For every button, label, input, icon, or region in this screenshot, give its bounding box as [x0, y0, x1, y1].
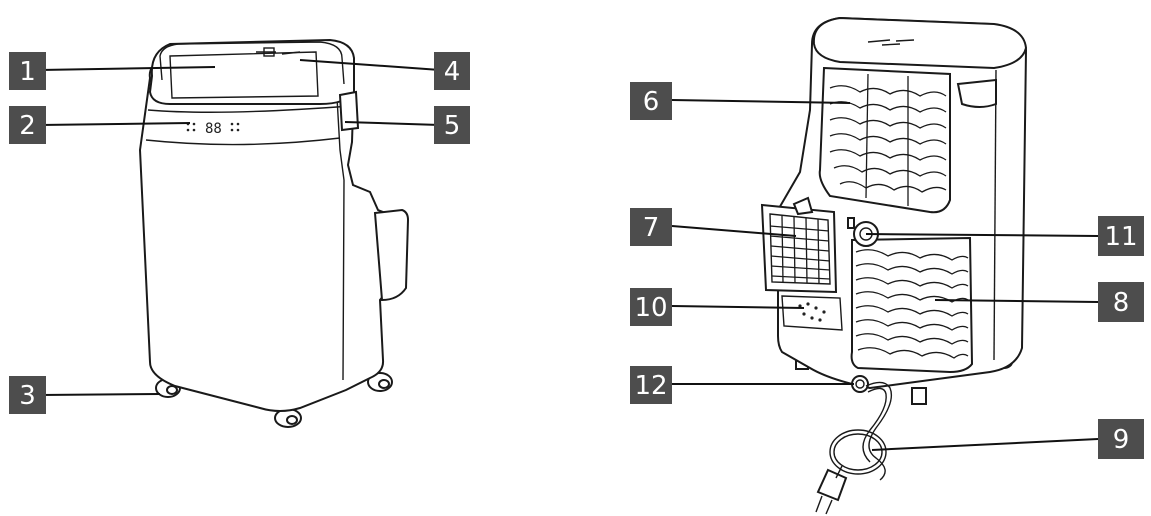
top-control-panel	[148, 38, 355, 105]
rear-vent-panel	[781, 295, 843, 331]
upper-grille-slats	[829, 73, 947, 206]
callout-12-label: 12	[634, 371, 667, 401]
callout-5-label: 5	[444, 111, 461, 141]
power-plug	[816, 468, 848, 502]
top-buttons	[256, 47, 301, 57]
callout-9: 9	[1098, 419, 1144, 459]
digital-display: 88	[186, 121, 240, 137]
callout-9-label: 9	[1113, 425, 1130, 455]
leader-1	[39, 66, 216, 71]
callout-7: 7	[630, 208, 672, 246]
callout-11-label: 11	[1104, 222, 1137, 252]
callout-2-label: 2	[19, 111, 36, 141]
callout-2: 2	[9, 106, 46, 144]
power-connector	[851, 375, 869, 393]
callout-4-label: 4	[444, 57, 461, 87]
callout-1: 1	[9, 52, 46, 90]
leader-3	[39, 393, 161, 396]
front-caster-wheels	[155, 372, 393, 428]
callout-7-label: 7	[643, 213, 660, 243]
front-view-unit: 88	[138, 38, 410, 428]
callout-6: 6	[630, 82, 672, 120]
leader-11	[865, 233, 1099, 237]
rear-top-lid	[812, 16, 1028, 70]
air-filter	[760, 196, 838, 294]
front-body-shell	[138, 58, 400, 412]
callout-10-label: 10	[634, 293, 667, 323]
power-cord	[815, 381, 893, 515]
callout-11: 11	[1098, 216, 1144, 256]
rear-view-unit	[760, 16, 1028, 515]
leader-9	[871, 438, 1099, 451]
leader-7	[671, 225, 797, 237]
lower-air-grille	[850, 236, 974, 374]
display-readout: 88	[205, 121, 222, 137]
callout-3-label: 3	[19, 381, 36, 411]
side-carry-handle	[338, 90, 360, 132]
callout-6-label: 6	[643, 87, 660, 117]
side-hose-bracket	[373, 208, 410, 302]
callout-10: 10	[630, 288, 672, 326]
leader-6	[671, 99, 851, 104]
callout-3: 3	[9, 376, 46, 414]
leader-2	[39, 122, 191, 126]
callout-8: 8	[1098, 282, 1144, 322]
leader-10	[671, 305, 805, 309]
leader-5	[344, 121, 441, 126]
rear-carry-handle	[956, 78, 997, 108]
callout-1-label: 1	[19, 57, 36, 87]
leader-8	[934, 299, 1099, 303]
callout-5: 5	[434, 106, 470, 144]
leader-4	[299, 59, 441, 71]
leader-lines	[39, 59, 1099, 451]
callout-8-label: 8	[1113, 288, 1130, 318]
callout-12: 12	[630, 366, 672, 404]
callout-4: 4	[434, 52, 470, 90]
